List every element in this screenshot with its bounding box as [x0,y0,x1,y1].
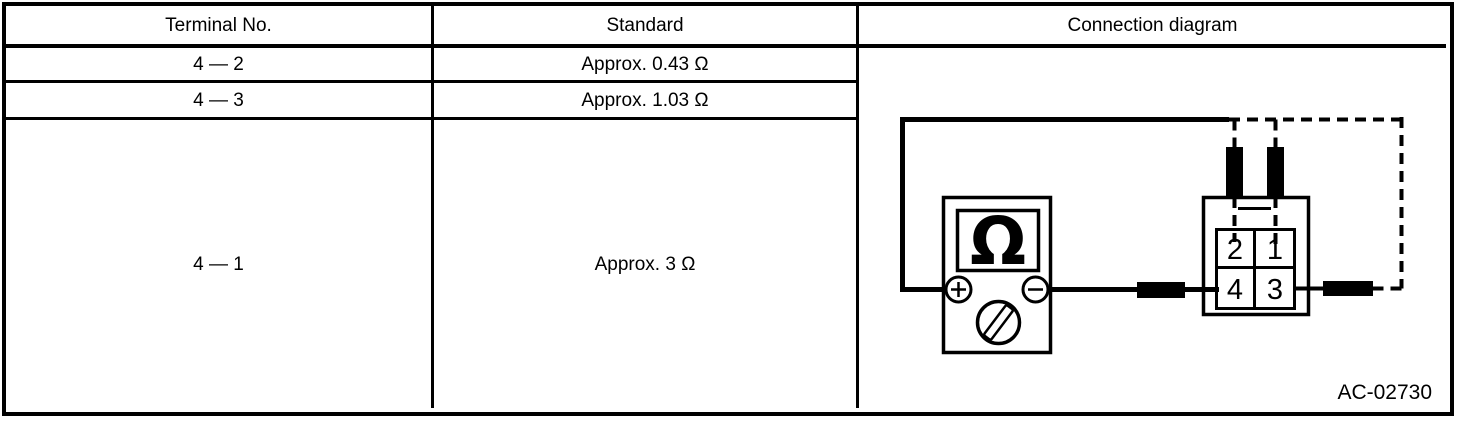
plus-terminal-icon [944,275,973,304]
jumper-probe-tip [1323,281,1373,296]
negative-probe-tip [1137,282,1185,298]
standard-cell-row2: Approx. 1.03 Ω [581,90,709,111]
standard-cell-row3: Approx. 3 Ω [594,253,696,275]
positive-lead-wire [900,117,1229,292]
ohmmeter-display [955,208,1041,273]
pin-label-3: 3 [1267,274,1283,306]
row-divider-2 [6,117,856,120]
row-divider-1 [6,80,856,83]
column-divider-1 [431,6,434,408]
column-header-terminal: Terminal No. [165,14,272,36]
terminal-cell-row1: 4 — 2 [193,53,244,75]
dial-pointer-icon [983,304,1014,341]
pin-grid-dividers [1216,229,1295,309]
pin-label-2: 2 [1227,234,1243,266]
ohm-symbol: Ω [970,203,1026,280]
minus-terminal-icon [1021,275,1050,304]
pin-label-4: 4 [1227,274,1243,306]
header-divider [6,44,1446,48]
column-divider-2 [856,6,859,408]
connector-pin-terminal-right [1267,147,1284,197]
dashed-jumper-wire [1229,117,1404,291]
column-header-standard: Standard [606,14,684,36]
column-header-connection-diagram: Connection diagram [1067,14,1238,36]
standard-cell-row1: Approx. 0.43 Ω [581,53,709,75]
pin-label-1: 1 [1267,234,1283,266]
terminal-cell-row3: 4 — 1 [193,253,244,275]
connector-pin-terminal-left [1226,147,1243,197]
figure-id-label: AC-02730 [1337,381,1432,404]
terminal-cell-row2: 4 — 3 [193,90,244,111]
table-outer-border [2,2,1454,416]
